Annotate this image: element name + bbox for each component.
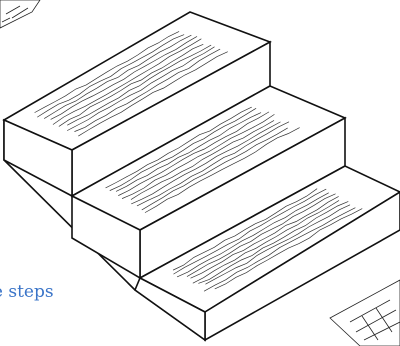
caption-text: ete steps [0,282,54,302]
texture-line [109,108,257,191]
texture-line [190,196,339,279]
texture-line [74,48,221,132]
caption: ete steps [0,282,150,302]
texture-line [115,112,262,192]
texture-line [173,188,327,275]
texture-line [130,120,275,200]
texture-line [44,34,192,119]
texture-line [67,44,212,126]
texture-line [58,44,204,127]
texture-line [105,106,252,189]
texture-line [50,36,198,120]
texture-line [172,188,318,271]
texture-line [192,200,340,284]
texture-line [136,121,290,207]
texture-line [121,114,275,199]
texture-line [186,193,336,277]
texture-line [198,201,349,284]
paving-bottom-right [329,279,400,346]
step-bottom [134,165,400,342]
step-top [2,11,272,198]
texture-line [141,127,288,211]
texture-line [203,207,356,292]
texture-line [205,204,351,285]
texture-line [78,51,228,137]
texture-line [131,121,281,205]
paving-top-left [0,0,41,29]
texture-line [176,192,329,278]
texture-line [52,38,202,125]
texture-line [214,208,363,290]
texture-line [67,46,215,131]
texture-line [34,31,180,113]
texture-line [144,127,300,213]
concrete-texture [34,31,363,292]
texture-line [118,111,270,196]
texture-line [37,34,185,118]
step-bottom-side [134,276,206,342]
